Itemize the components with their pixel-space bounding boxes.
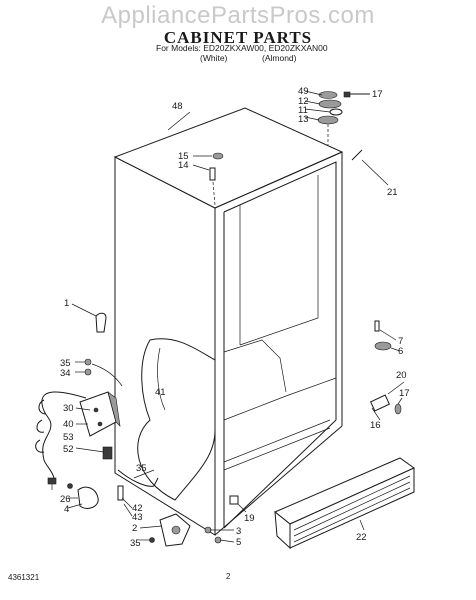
callout-52: 52 xyxy=(63,444,74,455)
callout-13: 13 xyxy=(298,114,309,125)
callout-1: 1 xyxy=(64,298,69,309)
callout-35-bottom: 35 xyxy=(130,538,141,549)
callout-7: 7 xyxy=(398,336,403,347)
callout-16: 16 xyxy=(370,420,381,431)
callout-11: 11 xyxy=(298,105,308,116)
callout-53: 53 xyxy=(63,432,74,443)
top-hinge-group xyxy=(304,90,370,145)
callout-17-right: 17 xyxy=(399,388,410,399)
screws-35-34 xyxy=(75,358,123,387)
callout-19: 19 xyxy=(244,513,255,524)
callout-20: 20 xyxy=(396,370,407,381)
drain-tube xyxy=(117,469,159,487)
callout-14: 14 xyxy=(178,160,189,171)
callout-5: 5 xyxy=(236,537,241,548)
callout-34: 34 xyxy=(60,368,71,379)
models-line: For Models: ED20ZKXAW00, ED20ZKXAN00 xyxy=(156,43,328,53)
callout-22: 22 xyxy=(356,532,367,543)
page-title: CABINET PARTS xyxy=(163,28,313,47)
cabinet xyxy=(113,107,344,536)
callout-6: 6 xyxy=(398,346,403,357)
callout-35-top: 35 xyxy=(60,358,71,369)
callout-21: 21 xyxy=(387,187,398,198)
callout-43: 43 xyxy=(132,512,143,523)
toe-grille-22 xyxy=(274,457,415,550)
watermark: AppliancePartsPros.com xyxy=(101,2,375,29)
callout-30: 30 xyxy=(63,403,74,414)
callout-48: 48 xyxy=(172,101,183,112)
callout-3: 3 xyxy=(236,526,241,537)
callout-15: 15 xyxy=(178,151,189,162)
power-cord xyxy=(35,391,87,490)
callout-17: 17 xyxy=(372,89,383,100)
callout-42: 42 xyxy=(132,503,143,514)
pin-21 xyxy=(351,149,389,186)
footer-code: 4361321 xyxy=(8,573,40,582)
callout-12: 12 xyxy=(298,96,309,107)
screws-3-5 xyxy=(204,526,235,544)
part-20-17-16 xyxy=(369,381,405,421)
color-almond-label: (Almond) xyxy=(262,53,297,63)
part-7-6 xyxy=(374,320,401,352)
callout-2: 2 xyxy=(132,523,137,534)
color-white-label: (White) xyxy=(200,53,228,63)
callout-40: 40 xyxy=(63,419,74,430)
screw-15-14 xyxy=(192,152,224,206)
control-box xyxy=(75,391,121,460)
callout-labels: 49 12 11 13 17 48 15 14 21 1 7 6 35 34 4… xyxy=(60,86,410,549)
callout-35-mid: 35 xyxy=(136,463,147,474)
clip-19 xyxy=(229,495,247,513)
tube-1 xyxy=(71,303,107,333)
page-number: 2 xyxy=(226,572,231,581)
callout-4: 4 xyxy=(64,504,69,515)
callout-26: 26 xyxy=(60,494,71,505)
leveling-bracket xyxy=(117,485,191,547)
callout-49: 49 xyxy=(298,86,309,97)
callout-41: 41 xyxy=(155,387,166,398)
part-26-4 xyxy=(67,483,99,509)
